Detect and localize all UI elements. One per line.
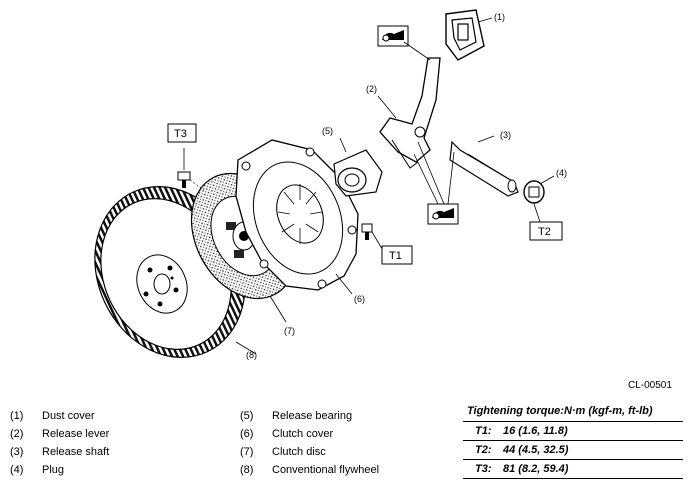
legend-label: Release lever	[42, 428, 110, 440]
torque-key: T3:	[475, 463, 492, 475]
grease-icon	[427, 203, 459, 225]
legend-label: Release bearing	[272, 410, 353, 422]
legend-number: (3)	[10, 446, 24, 458]
torque-label-t1: T1	[389, 250, 402, 262]
legend-item: (4) Plug	[10, 461, 230, 479]
plug	[523, 180, 545, 204]
legend-number: (4)	[10, 464, 24, 476]
torque-label-t3: T3	[174, 128, 187, 140]
release-bearing	[333, 149, 383, 197]
dust-cover	[445, 9, 485, 61]
legend-column-left: (1) Dust cover (2) Release lever (3) Rel…	[10, 407, 230, 479]
torque-box-t3: T3	[167, 123, 197, 143]
figure-code: CL-00501	[628, 380, 672, 391]
torque-row: T3: 81 (8.2, 59.4)	[463, 460, 683, 479]
callout-8: (8)	[246, 350, 257, 360]
legend-item: (2) Release lever	[10, 425, 230, 443]
legend-label: Clutch disc	[272, 446, 326, 458]
release-lever	[379, 57, 441, 169]
bolt-t1	[361, 223, 385, 253]
clutch-cover	[235, 139, 359, 291]
torque-key: T1:	[475, 425, 492, 437]
legend-number: (5)	[240, 410, 254, 422]
legend-number: (6)	[240, 428, 254, 440]
callout-2: (2)	[366, 84, 377, 94]
legend-item: (1) Dust cover	[10, 407, 230, 425]
callout-4: (4)	[556, 168, 567, 178]
callout-6: (6)	[354, 294, 365, 304]
legend-label: Plug	[42, 464, 65, 476]
legend-item: (8) Conventional flywheel	[240, 461, 440, 479]
torque-table: Tightening torque:N·m (kgf-m, ft-lb) T1:…	[463, 405, 683, 479]
torque-box-t2: T2	[529, 203, 563, 241]
legend-item: (6) Clutch cover	[240, 425, 440, 443]
legend-label: Conventional flywheel	[272, 464, 380, 476]
release-shaft	[449, 140, 519, 197]
legend-label: Release shaft	[42, 446, 110, 458]
legend-column-right: (5) Release bearing (6) Clutch cover (7)…	[240, 407, 440, 479]
torque-row: T2: 44 (4.5, 32.5)	[463, 441, 683, 460]
torque-box-t1: T1	[381, 245, 413, 265]
grease-icon	[377, 25, 409, 47]
torque-value: 81 (8.2, 59.4)	[503, 463, 569, 475]
legend-label: Clutch cover	[272, 428, 334, 440]
legend-number: (1)	[10, 410, 24, 422]
torque-label-t2: T2	[538, 226, 551, 238]
legend-number: (2)	[10, 428, 24, 440]
callout-1: (1)	[494, 12, 505, 22]
legend-number: (8)	[240, 464, 254, 476]
legend-label: Dust cover	[42, 410, 95, 422]
torque-value: 44 (4.5, 32.5)	[503, 444, 569, 456]
torque-row: T1: 16 (1.6, 11.8)	[463, 422, 683, 441]
torque-value: 16 (1.6, 11.8)	[503, 425, 568, 437]
legend-item: (5) Release bearing	[240, 407, 440, 425]
torque-table-title: Tightening torque:N·m (kgf-m, ft-lb)	[463, 405, 683, 422]
callout-7: (7)	[284, 326, 295, 336]
torque-key: T2:	[475, 444, 492, 456]
legend-item: (3) Release shaft	[10, 443, 230, 461]
bolt-t3	[177, 148, 191, 188]
callout-5: (5)	[322, 126, 333, 136]
exploded-clutch-diagram: (8) (7) (6)	[94, 9, 567, 360]
legend-number: (7)	[240, 446, 254, 458]
callout-3: (3)	[500, 130, 511, 140]
legend-item: (7) Clutch disc	[240, 443, 440, 461]
